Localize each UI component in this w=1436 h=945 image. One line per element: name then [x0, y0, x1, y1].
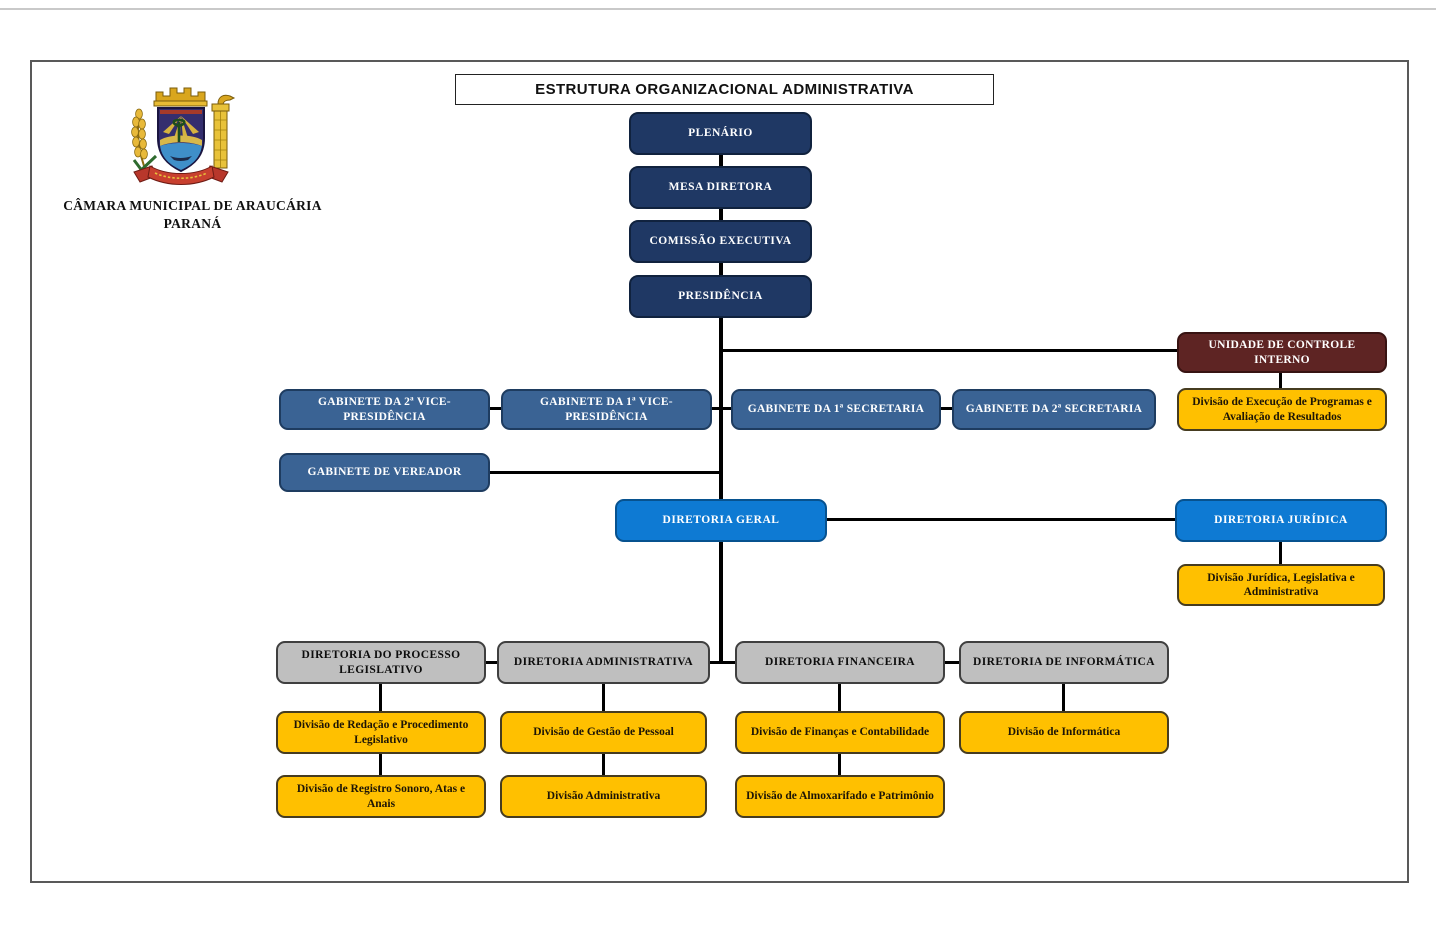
organization-name: CÂMARA MUNICIPAL DE ARAUCÁRIA PARANÁ — [45, 197, 340, 232]
connector-line — [602, 753, 605, 776]
node-dir-informatica: DIRETORIA DE INFORMÁTICA — [959, 641, 1169, 684]
connector-line — [838, 683, 841, 712]
connector-line — [379, 753, 382, 776]
node-gab-2-secretaria: GABINETE DA 2ª SECRETARIA — [952, 389, 1156, 430]
connector-line — [1062, 683, 1065, 712]
connector-line — [944, 661, 960, 664]
organization-name-line2: PARANÁ — [163, 215, 222, 231]
connector-line — [1279, 373, 1282, 389]
node-div-informatica: Divisão de Informática — [959, 711, 1169, 754]
connector-line — [489, 407, 502, 410]
node-dir-financeira: DIRETORIA FINANCEIRA — [735, 641, 945, 684]
node-diretoria-juridica: DIRETORIA JURÍDICA — [1175, 499, 1387, 542]
node-plenario: PLENÁRIO — [629, 112, 812, 155]
connector-line — [485, 661, 498, 664]
connector-line — [489, 471, 721, 474]
node-diretoria-geral: DIRETORIA GERAL — [615, 499, 827, 542]
coat-of-arms-icon — [131, 87, 236, 185]
node-div-financas: Divisão de Finanças e Contabilidade — [735, 711, 945, 754]
page-title: ESTRUTURA ORGANIZACIONAL ADMINISTRATIVA — [455, 74, 994, 105]
node-div-administrativa: Divisão Administrativa — [500, 775, 707, 818]
node-mesa-diretora: MESA DIRETORA — [629, 166, 812, 209]
page-top-divider — [0, 8, 1436, 10]
connector-line — [826, 518, 1176, 521]
ribbon-icon — [133, 165, 229, 185]
wheat-icon — [131, 108, 158, 177]
connector-line — [379, 683, 382, 712]
connector-line — [1279, 541, 1282, 565]
node-dir-processo-legislativo: DIRETORIA DO PROCESSO LEGISLATIVO — [276, 641, 486, 684]
node-div-execucao-programas: Divisão de Execução de Programas e Avali… — [1177, 388, 1387, 431]
organization-name-line1: CÂMARA MUNICIPAL DE ARAUCÁRIA — [63, 198, 322, 213]
node-div-gestao-pessoal: Divisão de Gestão de Pessoal — [500, 711, 707, 754]
node-comissao-executiva: COMISSÃO EXECUTIVA — [629, 220, 812, 263]
node-div-redacao: Divisão de Redação e Procedimento Legisl… — [276, 711, 486, 754]
shield-icon — [157, 107, 205, 173]
crown-icon — [153, 87, 208, 107]
node-unidade-controle-interno: UNIDADE DE CONTROLE INTERNO — [1177, 332, 1387, 373]
connector-line — [602, 683, 605, 712]
node-gab-vereador: GABINETE DE VEREADOR — [279, 453, 490, 492]
node-gab-2-vice-presidencia: GABINETE DA 2ª VICE-PRESIDÊNCIA — [279, 389, 490, 430]
connector-line — [719, 262, 723, 276]
node-dir-administrativa: DIRETORIA ADMINISTRATIVA — [497, 641, 710, 684]
connector-line — [838, 753, 841, 776]
node-div-almoxarifado: Divisão de Almoxarifado e Patrimônio — [735, 775, 945, 818]
node-div-registro-sonoro: Divisão de Registro Sonoro, Atas e Anais — [276, 775, 486, 818]
node-gab-1-secretaria: GABINETE DA 1ª SECRETARIA — [731, 389, 941, 430]
connector-line — [940, 407, 953, 410]
connector-line — [719, 209, 723, 221]
connector-line — [709, 661, 736, 664]
node-gab-1-vice-presidencia: GABINETE DA 1ª VICE-PRESIDÊNCIA — [501, 389, 712, 430]
connector-line — [719, 155, 723, 167]
connector-line — [719, 541, 723, 664]
connector-line — [711, 407, 732, 410]
node-div-juridica: Divisão Jurídica, Legislativa e Administ… — [1177, 564, 1385, 606]
node-presidencia: PRESIDÊNCIA — [629, 275, 812, 318]
tower-icon — [211, 94, 236, 169]
connector-line — [721, 349, 1179, 352]
